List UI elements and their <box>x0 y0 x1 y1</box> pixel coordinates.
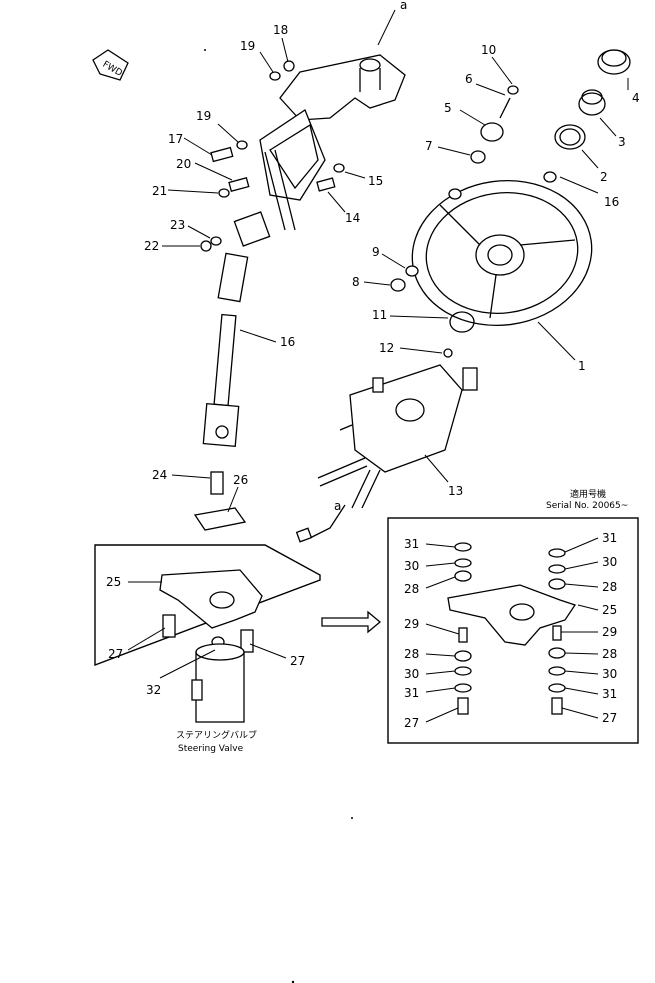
callout-30: 30 <box>404 667 419 681</box>
detail-leader-lines <box>425 537 599 723</box>
callout-3: 3 <box>618 135 626 149</box>
callout-labels: 18 19 10 6 4 5 3 19 17 7 2 20 15 16 21 1… <box>106 23 640 730</box>
horn-cap <box>597 49 631 75</box>
callout-14: 14 <box>345 211 360 225</box>
callout-31: 31 <box>602 531 617 545</box>
detail-bracket <box>447 584 577 646</box>
ref-label-top: a <box>400 0 407 12</box>
callout-26: 26 <box>233 473 248 487</box>
callout-30: 30 <box>404 559 419 573</box>
steering-wheel <box>411 179 593 327</box>
ref-label-bottom: a <box>334 499 341 513</box>
callout-1: 1 <box>578 359 586 373</box>
callout-17: 17 <box>168 132 183 146</box>
callout-24: 24 <box>152 468 167 482</box>
bracket-frame-left <box>94 544 321 667</box>
callout-32: 32 <box>146 683 161 697</box>
detail-arrow-icon <box>321 610 382 634</box>
callout-15: 15 <box>368 174 383 188</box>
callout-8: 8 <box>352 275 360 289</box>
callout-27: 27 <box>404 716 419 730</box>
horn-ring <box>554 124 586 150</box>
callout-29: 29 <box>404 617 419 631</box>
tilt-bracket <box>233 109 326 247</box>
callout-28: 28 <box>602 647 617 661</box>
callout-6: 6 <box>465 72 473 86</box>
left-fasteners <box>200 60 345 252</box>
serial-jp: 適用号機 <box>570 488 606 500</box>
callout-20: 20 <box>176 157 191 171</box>
callout-25: 25 <box>602 603 617 617</box>
detail-box <box>387 517 639 744</box>
callout-18: 18 <box>273 23 288 37</box>
callout-23: 23 <box>170 218 185 232</box>
callout-30: 30 <box>602 555 617 569</box>
callout-31: 31 <box>602 687 617 701</box>
fwd-arrow-icon: FWD <box>92 49 129 81</box>
callout-21: 21 <box>152 184 167 198</box>
plate <box>193 507 247 531</box>
callout-31: 31 <box>404 537 419 551</box>
coupler <box>210 471 224 495</box>
callout-19: 19 <box>196 109 211 123</box>
callout-2: 2 <box>600 170 608 184</box>
callout-27: 27 <box>108 647 123 661</box>
steering-valve: ステアリングバルブ Steering Valve <box>176 636 257 754</box>
callout-10: 10 <box>481 43 496 57</box>
callout-22: 22 <box>144 239 159 253</box>
callout-30: 30 <box>602 667 617 681</box>
callout-19: 19 <box>240 39 255 53</box>
steering-valve-jp: ステアリングバルブ <box>176 729 257 741</box>
detail-stack-left <box>454 542 472 715</box>
callout-31: 31 <box>404 686 419 700</box>
callout-29: 29 <box>602 625 617 639</box>
callout-13: 13 <box>448 484 463 498</box>
steering-valve-en: Steering Valve <box>178 744 244 754</box>
callout-5: 5 <box>444 101 452 115</box>
callout-28: 28 <box>602 580 617 594</box>
callout-25: 25 <box>106 575 121 589</box>
callout-28: 28 <box>404 647 419 661</box>
callout-12: 12 <box>379 341 394 355</box>
serial-en: Serial No. 20065~ <box>546 501 628 511</box>
callout-16: 16 <box>280 335 295 349</box>
callout-4: 4 <box>632 91 640 105</box>
knob <box>480 122 504 142</box>
horn-switch <box>578 89 606 116</box>
leader-lines <box>127 37 629 679</box>
steering-shaft <box>202 252 249 448</box>
callout-9: 9 <box>372 245 380 259</box>
column-cover: a <box>279 0 407 121</box>
mount-bracket-left <box>159 569 263 653</box>
column-housing: a <box>295 364 478 543</box>
callout-7: 7 <box>425 139 433 153</box>
callout-16: 16 <box>604 195 619 209</box>
detail-stack-right <box>548 548 566 715</box>
callout-11: 11 <box>372 308 387 322</box>
callout-27: 27 <box>602 711 617 725</box>
fwd-label: FWD <box>101 60 124 79</box>
callout-27: 27 <box>290 654 305 668</box>
callout-28: 28 <box>404 582 419 596</box>
